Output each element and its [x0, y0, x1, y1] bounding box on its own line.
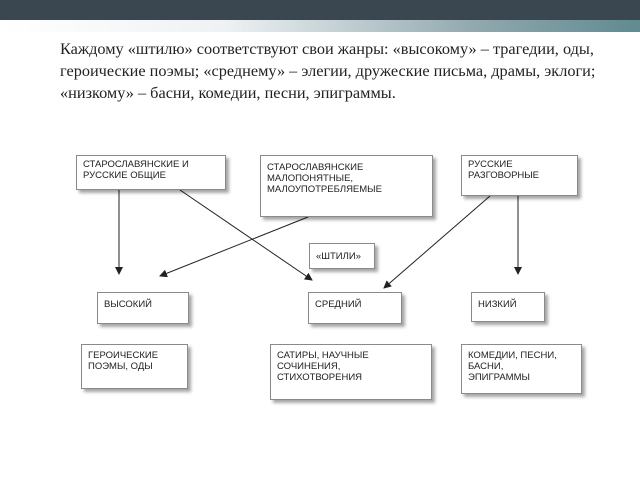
box-style-middle: СРЕДНИЙ — [308, 292, 402, 324]
header-accent-stripe — [0, 20, 640, 32]
intro-paragraph: Каждому «штилю» соответствуют свои жанры… — [60, 39, 596, 102]
box-old-slavonic-russian-common: СТАРОСЛАВЯНСКИЕ И РУССКИЕ ОБЩИЕ — [76, 155, 226, 190]
box-old-slavonic-obscure: СТАРОСЛАВЯНСКИЕ МАЛОПОНЯТНЫЕ, МАЛОУПОТРЕ… — [260, 155, 433, 217]
box-russian-colloquial: РУССКИЕ РАЗГОВОРНЫЕ — [461, 155, 578, 196]
box-genres-middle: САТИРЫ, НАУЧНЫЕ СОЧИНЕНИЯ, СТИХОТВОРЕНИЯ — [270, 344, 432, 400]
box-genres-high: ГЕРОИЧЕСКИЕ ПОЭМЫ, ОДЫ — [81, 344, 188, 389]
box-genres-low: КОМЕДИИ, ПЕСНИ, БАСНИ, ЭПИГРАММЫ — [461, 344, 582, 394]
box-styles-label: «ШТИЛИ» — [309, 243, 375, 269]
header-bar — [0, 0, 640, 20]
arrow-common-to-middle — [179, 189, 313, 281]
arrow-colloquial-to-middle — [383, 195, 491, 289]
box-style-high: ВЫСОКИЙ — [97, 292, 189, 324]
box-style-low: НИЗКИЙ — [471, 292, 545, 322]
arrow-obscure-to-high — [159, 216, 309, 278]
